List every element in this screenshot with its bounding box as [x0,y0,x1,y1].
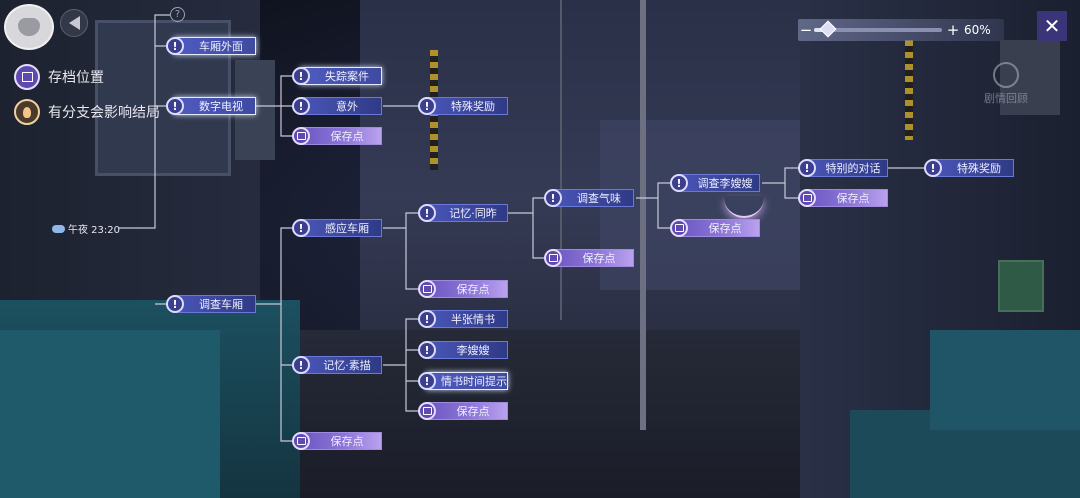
node-memory-past[interactable]: ! 记忆·同昨 [418,204,508,222]
timeline-start-label: 午夜 23:20 [68,225,120,236]
node-memory-sketch[interactable]: ! 记忆·素描 [292,356,382,374]
node-investigate-car[interactable]: ! 调查车厢 [166,295,256,313]
exclamation-icon: ! [924,159,942,177]
exclamation-icon: ! [544,189,562,207]
story-review-label: 剧情回顾 [984,92,1028,105]
save-icon [418,280,436,298]
unknown-node-icon[interactable]: ? [170,7,185,22]
timeline-start: 午夜 23:20 [52,221,120,236]
node-special-dialog[interactable]: ! 特别的对话 [798,159,888,177]
node-save-point-4[interactable]: 保存点 [670,219,760,237]
close-icon: ✕ [1043,14,1061,38]
node-save-point-6[interactable]: 保存点 [418,402,508,420]
node-special-reward-2[interactable]: ! 特殊奖励 [924,159,1014,177]
node-investigate-smell[interactable]: ! 调查气味 [544,189,634,207]
node-save-point-1[interactable]: 保存点 [292,127,382,145]
exclamation-icon: ! [166,97,184,115]
exclamation-icon: ! [418,204,436,222]
save-icon [292,127,310,145]
node-missing-case[interactable]: ! 失踪案件 [292,67,382,85]
exclamation-icon: ! [418,97,436,115]
node-train-exterior[interactable]: ! 车厢外面 [166,37,256,55]
heart-logo-icon [18,18,40,36]
save-icon [544,249,562,267]
node-investigate-li[interactable]: ! 调查李嫂嫂 [670,174,760,192]
save-icon [14,64,40,90]
exclamation-icon: ! [166,295,184,313]
zoom-slider[interactable] [814,20,942,38]
exclamation-icon: ! [292,356,310,374]
zoom-slider-thumb[interactable] [819,20,837,38]
zoom-out-button[interactable]: − [799,21,813,39]
zoom-value: 60% [964,23,991,37]
node-save-point-2[interactable]: 保存点 [418,280,508,298]
exclamation-icon: ! [292,97,310,115]
exclamation-icon: ! [292,67,310,85]
node-sense-car[interactable]: ! 感应车厢 [292,219,382,237]
branch-legend: 有分支会影响结局 [14,99,160,125]
cloud-moon-icon [52,224,65,233]
game-logo-button[interactable] [4,4,54,50]
node-letter-hint[interactable]: ! 情书时间提示 [418,372,508,390]
node-li-sister[interactable]: ! 李嫂嫂 [418,341,508,359]
save-icon [418,402,436,420]
node-digital-tv[interactable]: ! 数字电视 [166,97,256,115]
node-special-reward-1[interactable]: ! 特殊奖励 [418,97,508,115]
node-accident[interactable]: ! 意外 [292,97,382,115]
exclamation-icon: ! [418,310,436,328]
node-save-point-7[interactable]: 保存点 [292,432,382,450]
save-icon [292,432,310,450]
exclamation-icon: ! [166,37,184,55]
zoom-control: − + 60% [798,19,1004,41]
exclamation-icon: ! [798,159,816,177]
node-save-point-3[interactable]: 保存点 [544,249,634,267]
close-button[interactable]: ✕ [1037,11,1067,41]
save-position-button[interactable]: 存档位置 [14,64,104,90]
exclamation-icon: ! [292,219,310,237]
back-button[interactable] [60,9,88,37]
zoom-in-button[interactable]: + [946,21,960,39]
exclamation-icon: ! [418,372,436,390]
node-half-letter[interactable]: ! 半张情书 [418,310,508,328]
save-icon [798,189,816,207]
ribbon-decoration-icon [724,196,764,218]
exclamation-icon: ! [418,341,436,359]
branch-legend-label: 有分支会影响结局 [48,105,160,121]
story-review-button[interactable]: 剧情回顾 [975,62,1037,106]
save-icon [670,219,688,237]
exclamation-icon: ! [670,174,688,192]
back-arrow-icon [68,16,80,30]
story-review-icon [993,62,1019,88]
branch-flame-icon [14,99,40,125]
node-save-point-5[interactable]: 保存点 [798,189,888,207]
save-position-label: 存档位置 [48,70,104,86]
